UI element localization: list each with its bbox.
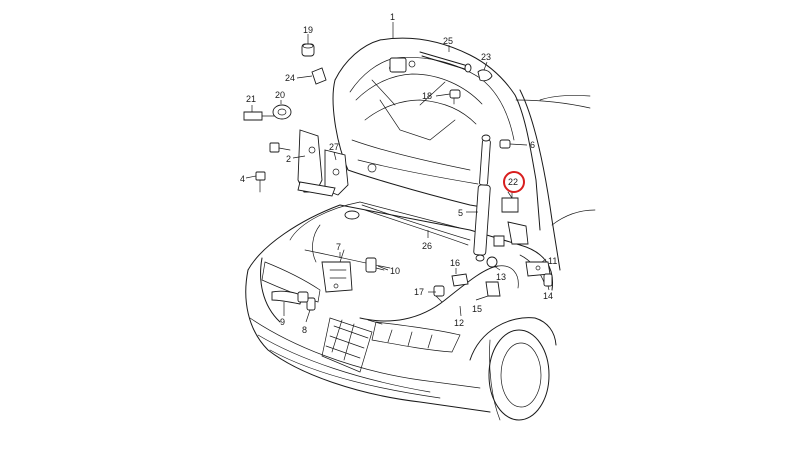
callout-22: 22 [508, 177, 518, 187]
callout-14: 14 [543, 291, 553, 301]
grommet-13 [486, 256, 498, 268]
clip-17 [433, 285, 445, 303]
callout-13: 13 [496, 272, 506, 282]
leader-lines [245, 22, 550, 323]
hood-rod-25 [419, 51, 472, 73]
callout-8: 8 [302, 325, 307, 335]
callout-26: 26 [422, 241, 432, 251]
callout-9: 9 [280, 317, 285, 327]
callout-25: 25 [443, 36, 453, 46]
screw-8 [306, 297, 316, 311]
callout-6: 6 [530, 140, 535, 150]
bolt-21 [243, 111, 277, 121]
callout-2: 2 [286, 154, 291, 164]
callout-labels: 1 2 4 5 6 7 8 9 10 11 12 13 14 15 16 17 … [240, 12, 557, 335]
hood-hinge-left [297, 129, 349, 197]
clip-14 [543, 273, 553, 287]
release-cable-12 [359, 265, 519, 325]
clip-23 [477, 69, 493, 82]
hood-panel [332, 37, 541, 231]
bolt-hinge-small [269, 142, 291, 153]
bump-stop-19 [301, 43, 315, 57]
callout-7: 7 [336, 242, 341, 252]
callout-23: 23 [481, 52, 491, 62]
callout-5: 5 [458, 208, 463, 218]
callout-27: 27 [329, 142, 339, 152]
bracket-22 [501, 191, 519, 213]
callout-16: 16 [450, 258, 460, 268]
clip-24 [311, 67, 327, 85]
callout-4: 4 [240, 174, 245, 184]
callout-20: 20 [275, 90, 285, 100]
callout-12: 12 [454, 318, 464, 328]
car-body [245, 89, 596, 421]
latch-right-hinge [493, 221, 529, 247]
hinge-bushing-20 [272, 104, 292, 120]
clip-15 [485, 281, 501, 297]
bolt-4 [255, 171, 266, 193]
callout-11: 11 [548, 256, 557, 266]
callout-19: 19 [303, 25, 313, 35]
hood-latch-7 [321, 249, 353, 293]
clip-16 [451, 273, 469, 287]
callout-10: 10 [390, 266, 400, 276]
bolt-6 [499, 139, 511, 149]
highlight-ring-22 [503, 171, 525, 193]
callout-24: 24 [285, 73, 295, 83]
latch-switch-10 [365, 257, 385, 273]
buffer-18 [449, 89, 461, 105]
callout-15: 15 [472, 304, 482, 314]
callout-21: 21 [246, 94, 256, 104]
callout-18: 18 [422, 91, 432, 101]
callout-17: 17 [414, 287, 424, 297]
handle-9 [271, 290, 309, 305]
callout-1: 1 [390, 12, 395, 22]
gas-strut-5 [473, 134, 491, 262]
